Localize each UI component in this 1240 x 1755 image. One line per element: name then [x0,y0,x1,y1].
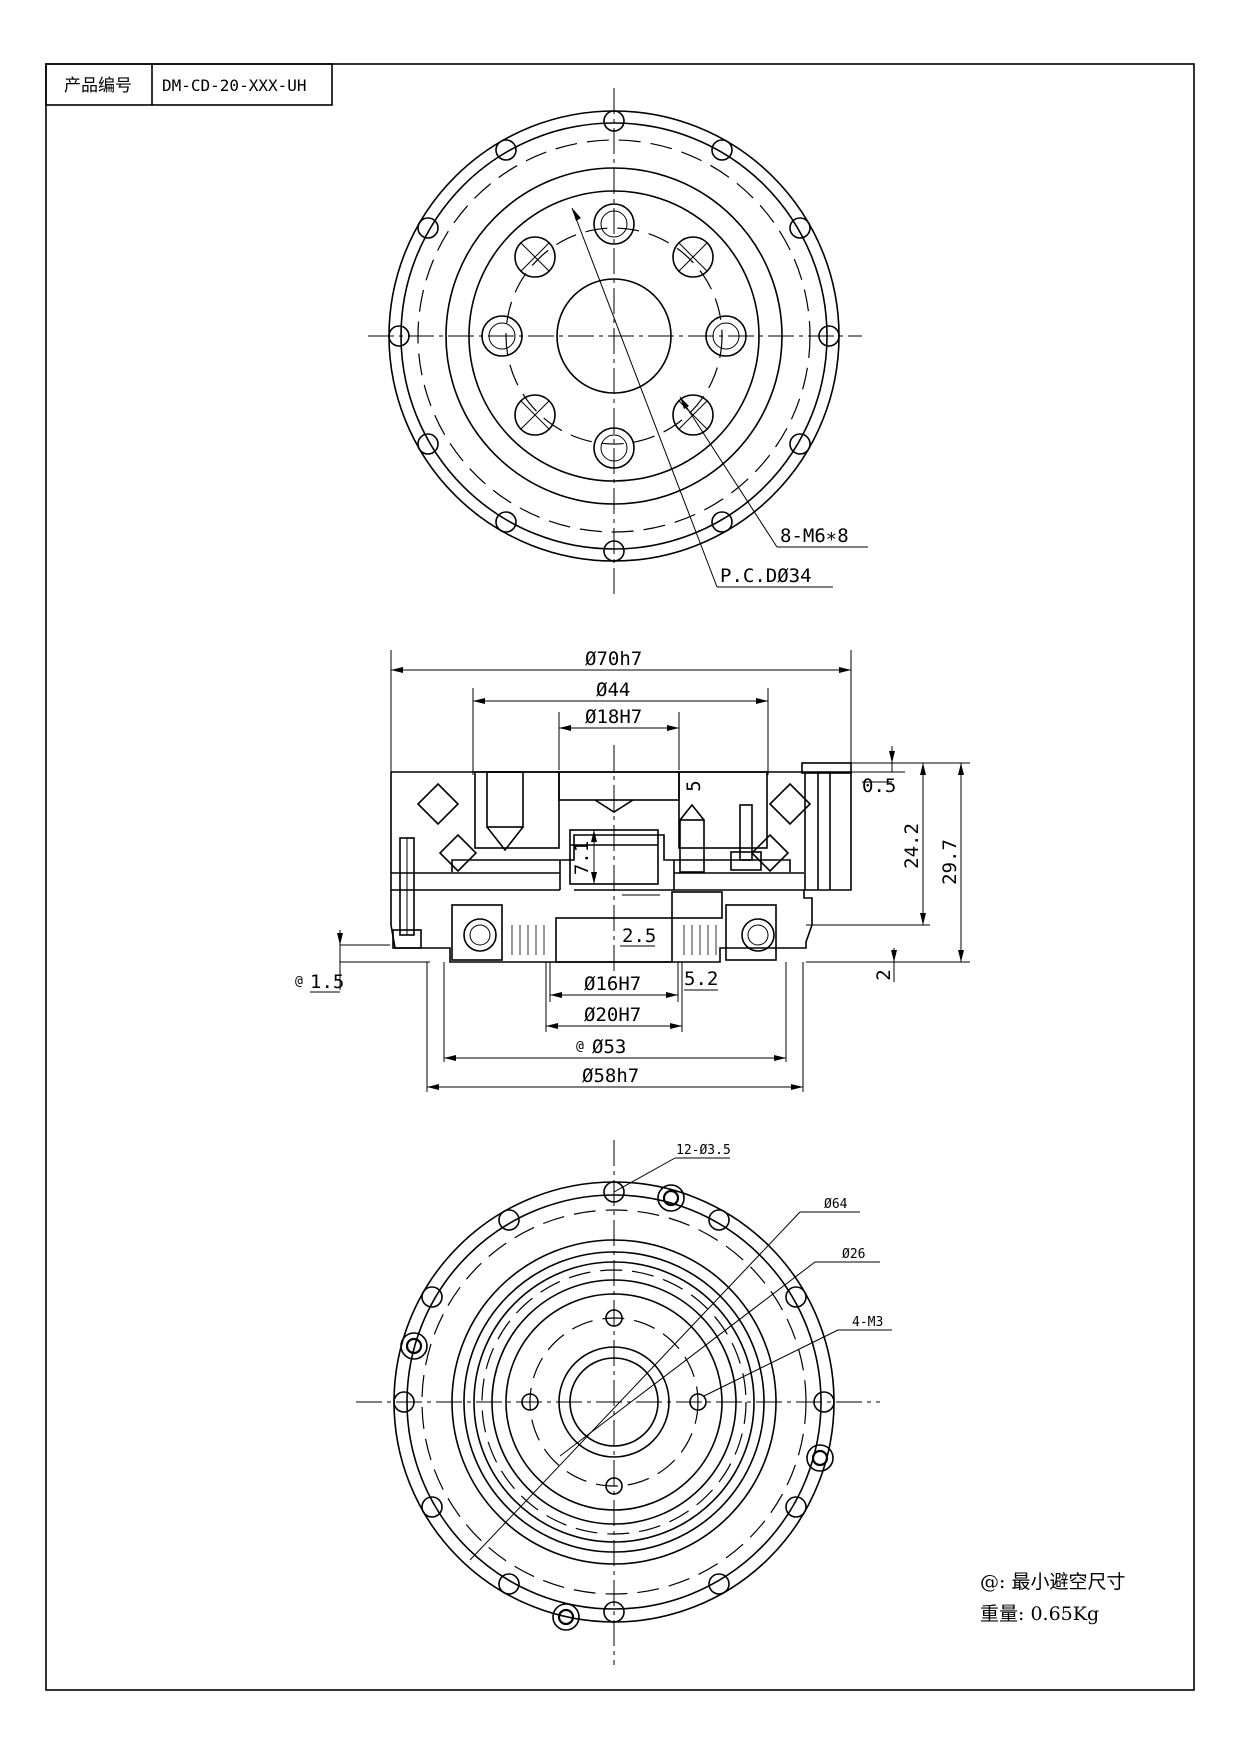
title-block-label: 产品编号 [64,76,132,96]
dim-outer-diameter: Ø70h7 [585,648,642,670]
callout-12-holes: 12-Ø3.5 [676,1143,731,1158]
callout-d64: Ø64 [824,1197,848,1212]
top-view: 8-M6∗8 P.C.DØ34 [368,88,868,598]
dim-h15-mark: @ [295,974,303,989]
notes: @: 最小避空尺寸 重量: 0.65Kg [980,1571,1125,1625]
dim-h5: 5 [683,780,705,791]
dim-d53: Ø53 [592,1036,626,1058]
title-block-value: DM-CD-20-XXX-UH [162,76,307,95]
dim-h2: 2 [873,969,895,980]
callout-4-m3: 4-M3 [852,1315,883,1330]
outer-bolt-holes [388,110,840,562]
tapped-holes [481,203,747,469]
dim-h297: 29.7 [939,839,961,885]
dim-h71: 7.1 [571,841,593,875]
dim-d20: Ø20H7 [584,1004,641,1026]
dim-d18: Ø18H7 [585,706,642,728]
dim-h15: 1.5 [310,971,344,993]
note-weight: 重量: 0.65Kg [980,1603,1099,1625]
dim-d52: 5.2 [684,968,718,990]
section-view: Ø70h7 Ø44 Ø18H7 [295,648,970,1092]
callout-tapped-holes: 8-M6∗8 [780,525,849,547]
drawing-border [45,63,1195,1691]
dim-h05: 0.5 [862,775,896,797]
flexspline-teeth [511,925,717,955]
callout-pcd: P.C.DØ34 [720,565,812,587]
note-min-clearance: @: 最小避空尺寸 [980,1571,1125,1593]
bottom-screw-heads [400,1184,834,1631]
m3-holes [521,1309,707,1495]
dim-h242: 24.2 [901,823,923,869]
dim-d58: Ø58h7 [582,1065,639,1087]
dim-d44: Ø44 [596,679,630,701]
callout-d26: Ø26 [842,1247,865,1262]
dim-d53-mark: @ [576,1039,584,1054]
dim-d16: Ø16H7 [584,973,641,995]
bottom-outer-holes [393,1181,835,1623]
title-block: 产品编号 DM-CD-20-XXX-UH [45,63,333,106]
dim-h25: 2.5 [622,925,656,947]
bottom-view: 12-Ø3.5 Ø64 Ø26 4-M3 [356,1140,892,1665]
